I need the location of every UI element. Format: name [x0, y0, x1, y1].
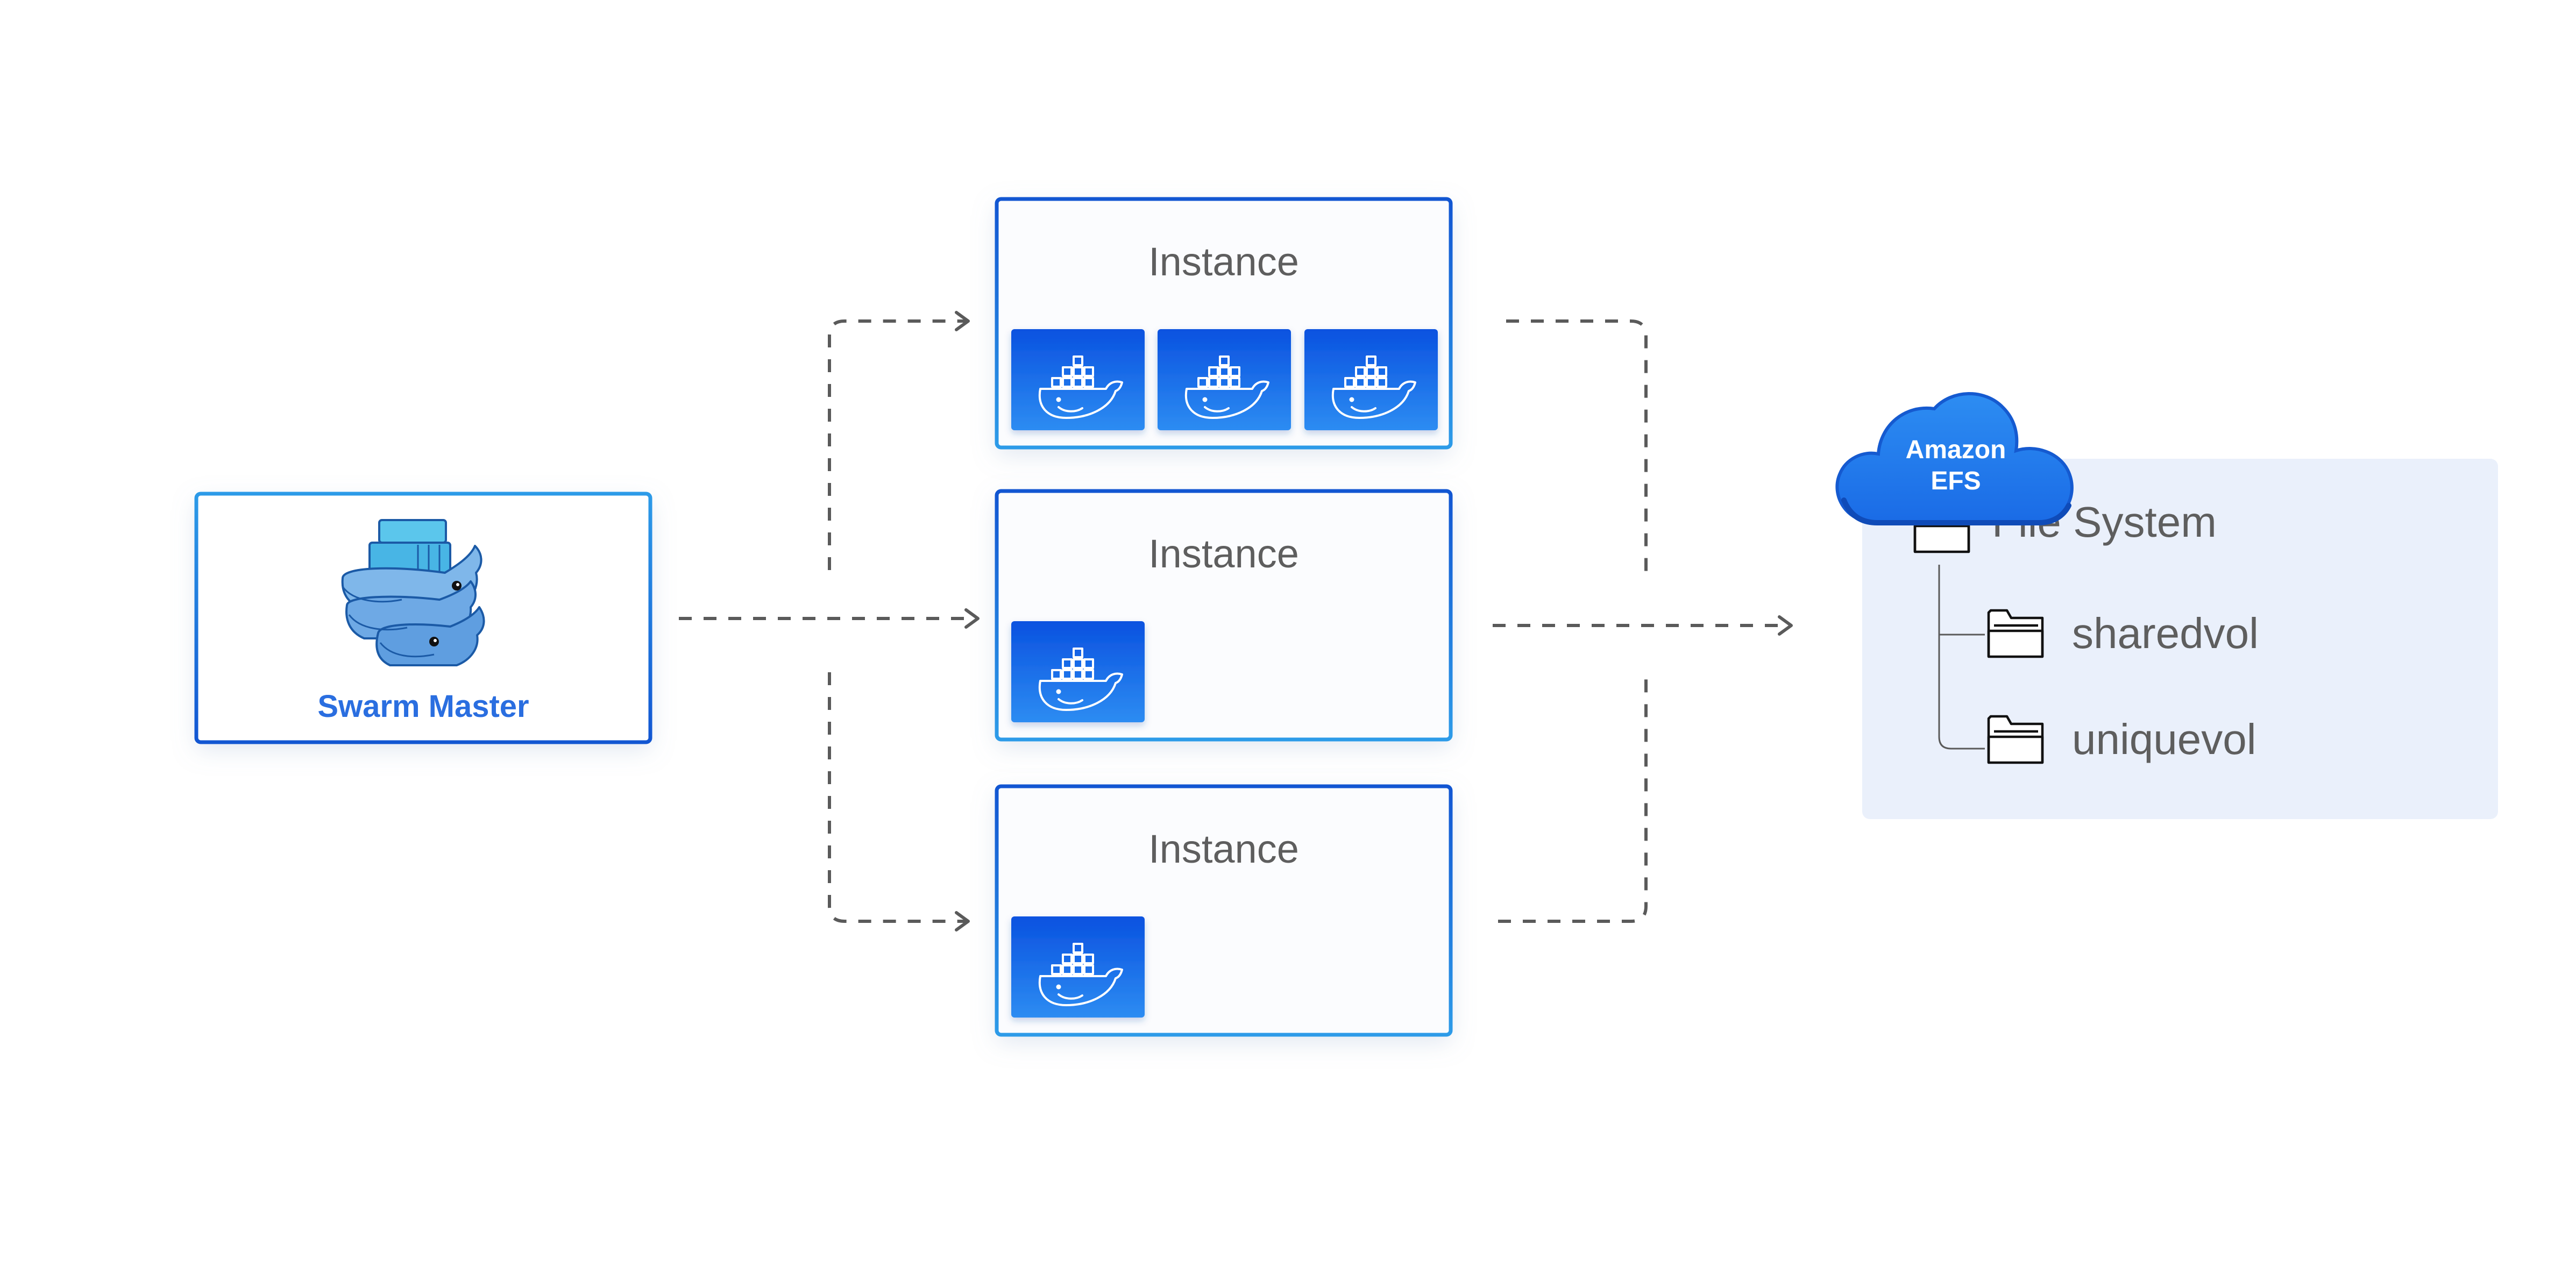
efs-panel: File System sharedvol uniquevol Amazon E… [1835, 392, 2498, 819]
container-tile [1011, 621, 1145, 722]
folder-label: uniquevol [2072, 715, 2256, 763]
connector-instance-3-to-efs [1498, 672, 1648, 923]
folder-item-sharedvol: sharedvol [1989, 609, 2259, 657]
swarm-master-box: Swarm Master [194, 492, 652, 744]
container-tile [1011, 329, 1145, 430]
instance-title: Instance [1148, 531, 1299, 576]
tree-lines [1938, 565, 1985, 750]
arrow-master-to-instance-3 [828, 672, 970, 931]
connector-instance-1-to-efs [1506, 319, 1648, 581]
instance-box-1: Instance [995, 197, 1453, 450]
container-tile [1158, 329, 1291, 430]
arrow-master-to-instance-1 [828, 311, 970, 570]
docker-swarm-icon [341, 519, 485, 666]
folder-item-uniquevol: uniquevol [1989, 715, 2256, 763]
efs-badge-line-1: Amazon [1906, 436, 2006, 464]
folder-icon [1989, 716, 2042, 763]
folder-label: sharedvol [2072, 609, 2259, 657]
container-tile [1304, 329, 1438, 430]
swarm-master-label: Swarm Master [317, 689, 529, 724]
efs-badge-line-2: EFS [1931, 467, 1981, 495]
instance-box-2: Instance [995, 489, 1453, 742]
amazon-efs-badge: Amazon EFS [1835, 392, 2074, 525]
cloud-icon [1835, 392, 2074, 524]
instance-title: Instance [1148, 827, 1299, 871]
instance-title: Instance [1148, 239, 1299, 284]
container-tile [1011, 916, 1145, 1018]
instance-box-3: Instance [995, 784, 1453, 1037]
folder-icon [1989, 610, 2042, 657]
connectors [679, 311, 1793, 931]
